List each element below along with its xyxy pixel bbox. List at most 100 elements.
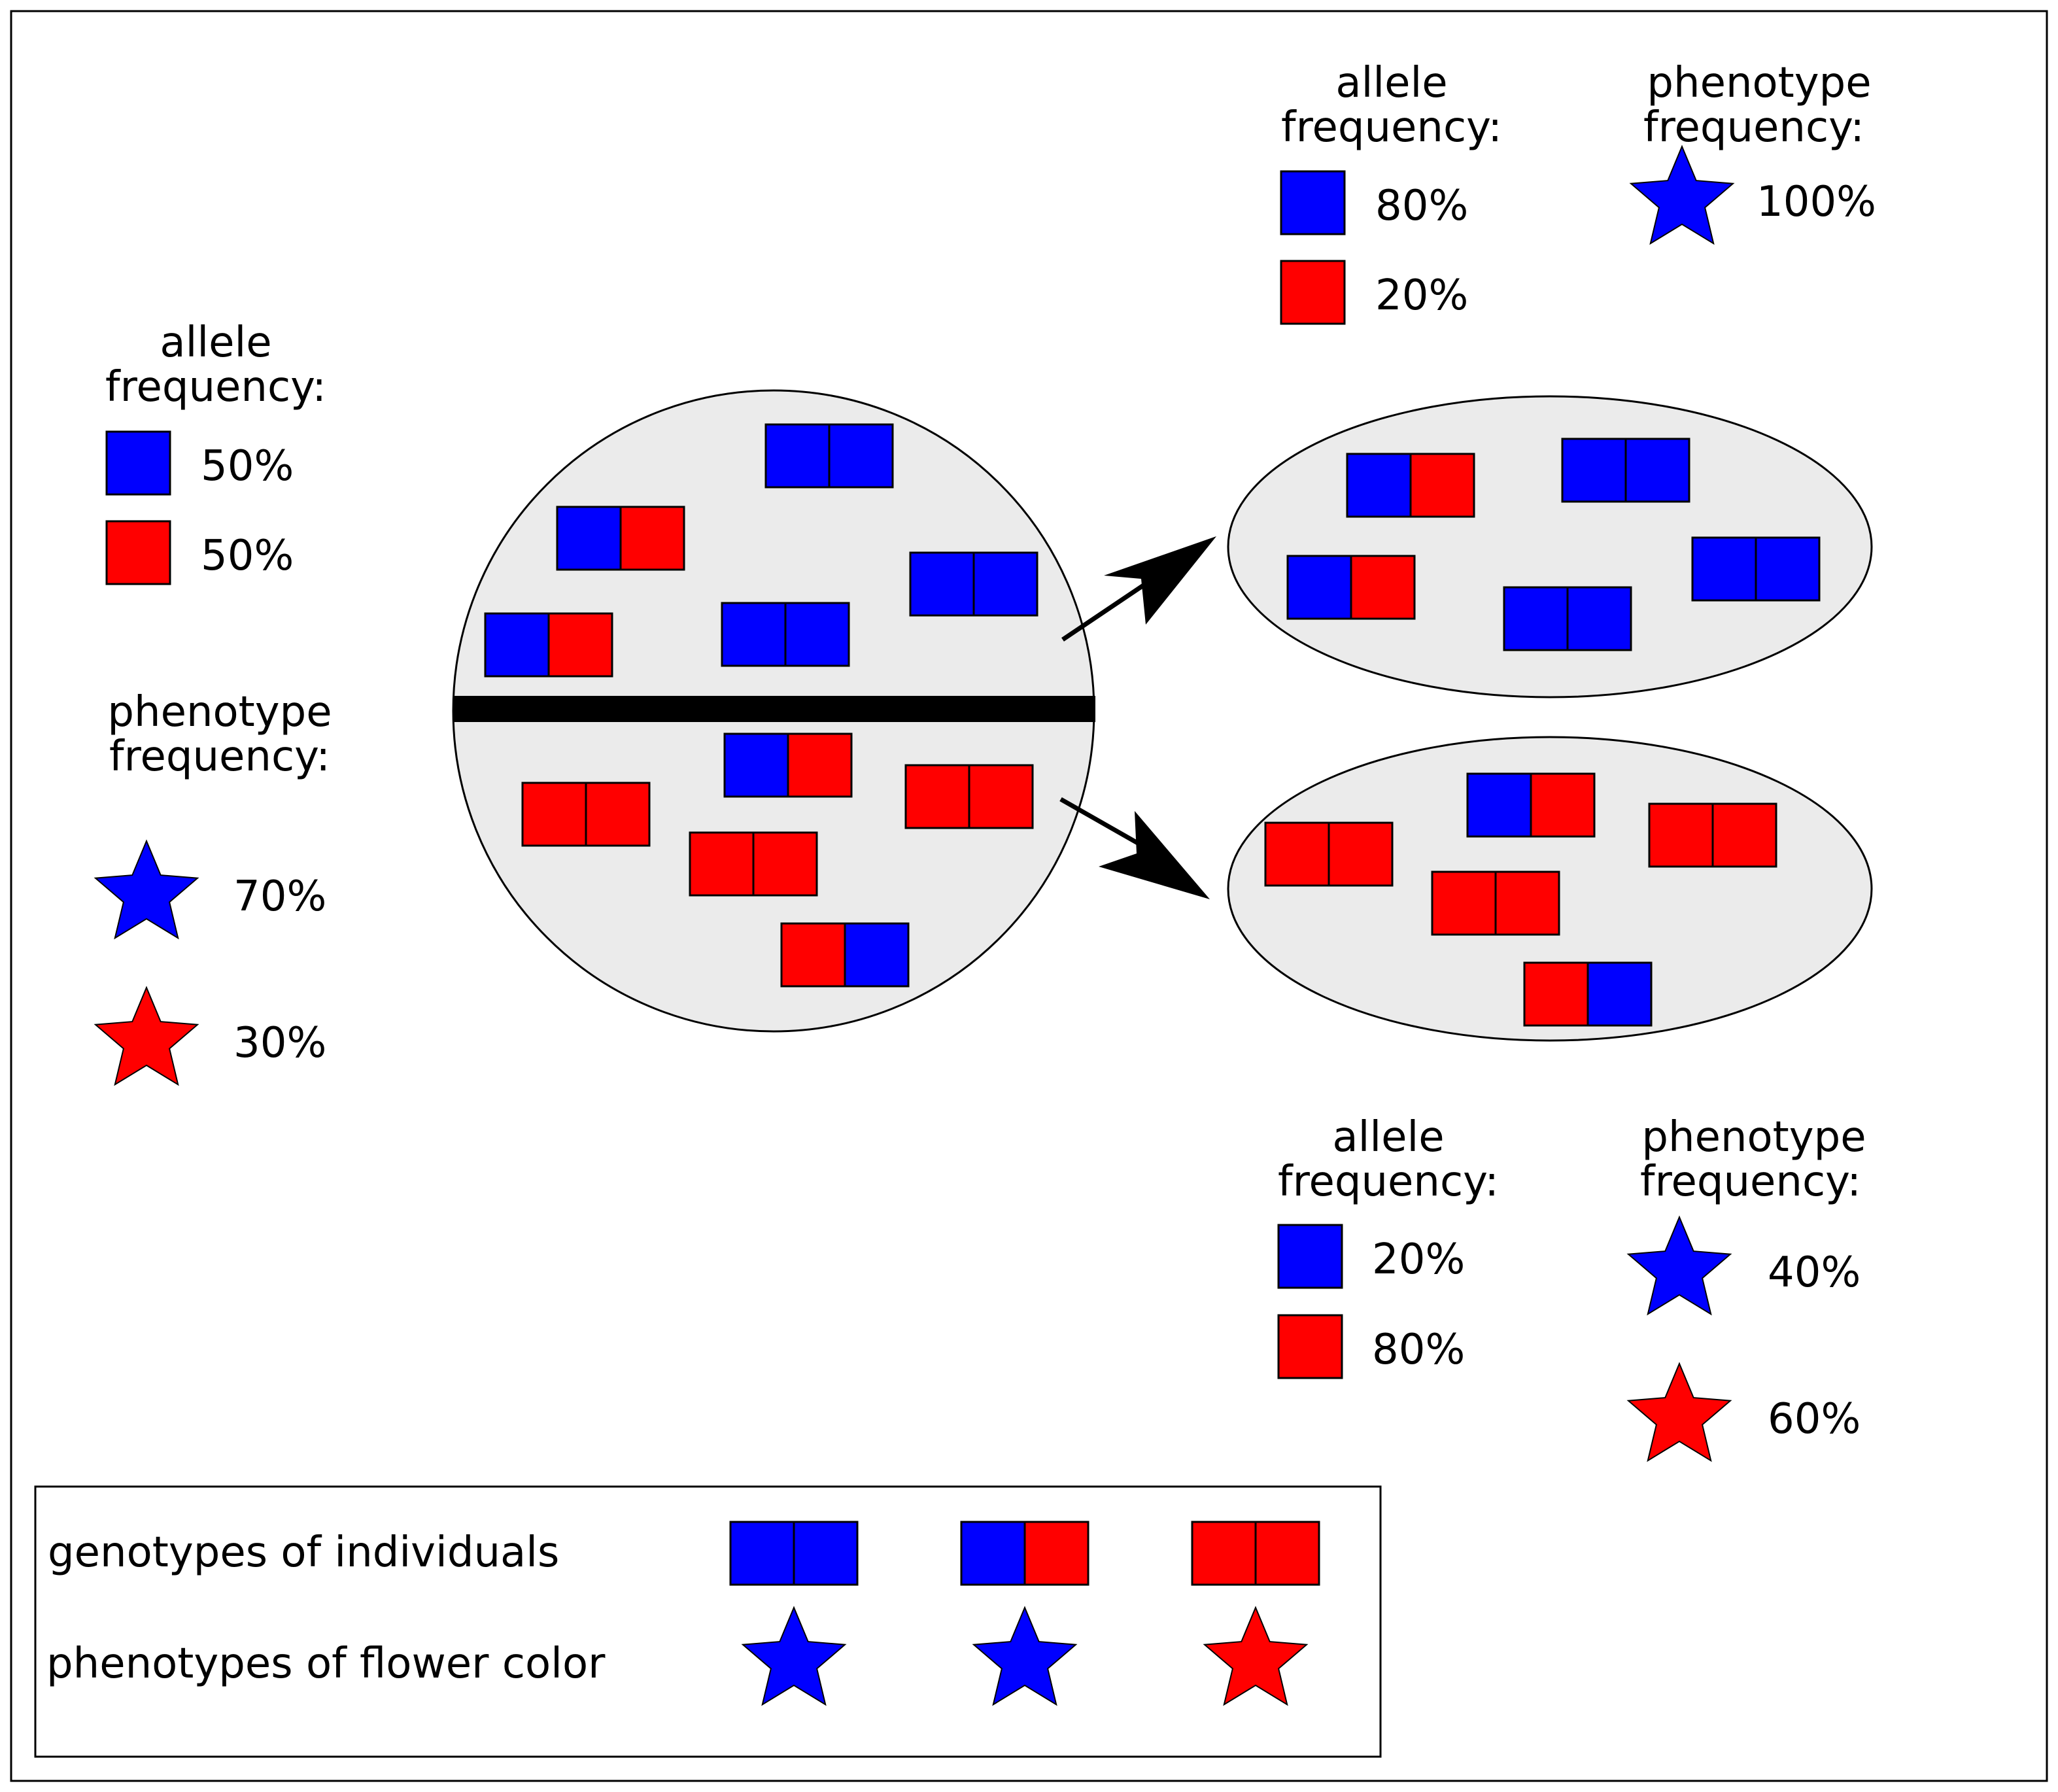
upper-allele-heading-line1: allele bbox=[1335, 59, 1447, 107]
legend-genotype-markers bbox=[729, 1521, 1320, 1586]
genotype-marker bbox=[909, 551, 1038, 617]
lower-allele-frequency: allele frequency: 20% 80% bbox=[1277, 1113, 1499, 1379]
red-star-icon bbox=[94, 986, 199, 1086]
star-shape bbox=[94, 986, 199, 1086]
allele-box bbox=[556, 506, 622, 571]
allele-box bbox=[484, 612, 550, 678]
star-shape bbox=[1203, 1606, 1309, 1706]
genotype-marker bbox=[1466, 772, 1596, 838]
genotype-marker bbox=[780, 922, 910, 988]
allele-box bbox=[784, 602, 850, 667]
legend-phenotypes-label: phenotypes of flower color bbox=[46, 1640, 606, 1688]
lower-red-phenotype-value: 60% bbox=[1768, 1395, 1861, 1443]
original-blue-phenotype-value: 70% bbox=[233, 872, 326, 921]
genotype-marker bbox=[729, 1521, 859, 1586]
genotype-marker bbox=[1286, 555, 1416, 620]
lower-subpopulation-genotypes bbox=[1264, 772, 1777, 1027]
legend: genotypes of individuals phenotypes of f… bbox=[34, 1485, 1382, 1758]
original-phenotype-heading-line1: phenotype bbox=[107, 688, 332, 736]
blue-star-icon bbox=[94, 839, 199, 940]
genotype-marker bbox=[1503, 586, 1632, 651]
legend-genotypes-label: genotypes of individuals bbox=[48, 1528, 559, 1577]
allele-box bbox=[1624, 438, 1690, 503]
original-allele-heading-line2: frequency: bbox=[105, 363, 326, 411]
allele-box bbox=[1286, 555, 1352, 620]
genotype-marker bbox=[721, 602, 850, 667]
blue-allele-swatch bbox=[105, 430, 171, 496]
star-shape bbox=[741, 1606, 847, 1706]
original-phenotype-heading-line2: frequency: bbox=[109, 732, 330, 781]
allele-box bbox=[1328, 821, 1394, 887]
lower-phenotype-heading-line1: phenotype bbox=[1641, 1113, 1866, 1162]
allele-box bbox=[793, 1521, 859, 1586]
lower-blue-allele-value: 20% bbox=[1372, 1235, 1465, 1284]
original-red-allele-value: 50% bbox=[201, 532, 294, 580]
genotype-marker bbox=[723, 732, 853, 798]
allele-box bbox=[1755, 536, 1821, 602]
star-shape bbox=[94, 839, 199, 940]
arrow-to-lower-subpopulation bbox=[1059, 797, 1210, 899]
blue-allele-swatch bbox=[1280, 170, 1346, 235]
allele-box bbox=[972, 551, 1038, 617]
allele-box bbox=[521, 782, 587, 847]
lower-blue-phenotype-value: 40% bbox=[1768, 1249, 1861, 1297]
allele-box bbox=[764, 423, 831, 489]
genotype-marker bbox=[960, 1521, 1089, 1586]
original-upper-genotypes bbox=[484, 423, 1038, 678]
barrier-line bbox=[453, 696, 1095, 722]
allele-box bbox=[547, 612, 613, 678]
allele-box bbox=[619, 506, 685, 571]
genotype-marker bbox=[484, 612, 613, 678]
genotype-marker bbox=[1431, 870, 1560, 936]
upper-subpopulation-genotypes bbox=[1286, 438, 1821, 651]
allele-box bbox=[585, 782, 651, 847]
allele-box bbox=[723, 732, 789, 798]
genotype-marker bbox=[1191, 1521, 1320, 1586]
original-allele-frequency: allele frequency: 50% 50% bbox=[105, 319, 326, 585]
lower-allele-heading-line2: frequency: bbox=[1278, 1158, 1499, 1206]
red-star-icon bbox=[1626, 1362, 1732, 1462]
allele-box bbox=[1561, 438, 1627, 503]
arrow-to-upper-subpopulation bbox=[1061, 536, 1216, 642]
upper-blue-phenotype-value: 100% bbox=[1757, 178, 1876, 226]
legend-phenotype-markers bbox=[741, 1606, 1309, 1706]
allele-box bbox=[960, 1521, 1026, 1586]
lower-phenotype-heading-line2: frequency: bbox=[1640, 1158, 1861, 1206]
genotype-marker bbox=[1523, 961, 1653, 1027]
allele-box bbox=[828, 423, 894, 489]
lower-red-allele-value: 80% bbox=[1372, 1326, 1465, 1374]
upper-phenotype-frequency: phenotype frequency: 100% bbox=[1629, 59, 1876, 245]
genotype-marker bbox=[521, 782, 651, 847]
allele-box bbox=[1648, 802, 1714, 868]
allele-box bbox=[752, 831, 818, 897]
upper-phenotype-heading-line1: phenotype bbox=[1647, 59, 1871, 107]
allele-box bbox=[689, 831, 755, 897]
genotype-marker bbox=[1648, 802, 1777, 868]
genotype-marker bbox=[556, 506, 685, 571]
original-red-phenotype-value: 30% bbox=[233, 1019, 326, 1067]
allele-box bbox=[1346, 453, 1412, 518]
upper-red-allele-value: 20% bbox=[1375, 271, 1468, 320]
allele-box bbox=[780, 922, 846, 988]
allele-box bbox=[1431, 870, 1497, 936]
lower-subpopulation bbox=[1227, 736, 1873, 1042]
lower-allele-heading-line1: allele bbox=[1332, 1113, 1444, 1162]
star-shape bbox=[1626, 1215, 1732, 1316]
original-lower-genotypes bbox=[521, 732, 1034, 988]
allele-box bbox=[909, 551, 975, 617]
allele-box bbox=[904, 764, 970, 829]
genotype-marker bbox=[689, 831, 818, 897]
red-allele-swatch bbox=[1280, 260, 1346, 325]
allele-box bbox=[1023, 1521, 1089, 1586]
allele-box bbox=[1530, 772, 1596, 838]
allele-box bbox=[1264, 821, 1330, 887]
original-phenotype-frequency: phenotype frequency: 70% 30% bbox=[94, 688, 332, 1086]
star-shape bbox=[1626, 1362, 1732, 1462]
allele-box bbox=[1523, 961, 1589, 1027]
allele-box bbox=[1691, 536, 1757, 602]
genotype-marker bbox=[1346, 453, 1475, 518]
allele-box bbox=[968, 764, 1034, 829]
genotype-marker bbox=[1691, 536, 1821, 602]
allele-box bbox=[844, 922, 910, 988]
